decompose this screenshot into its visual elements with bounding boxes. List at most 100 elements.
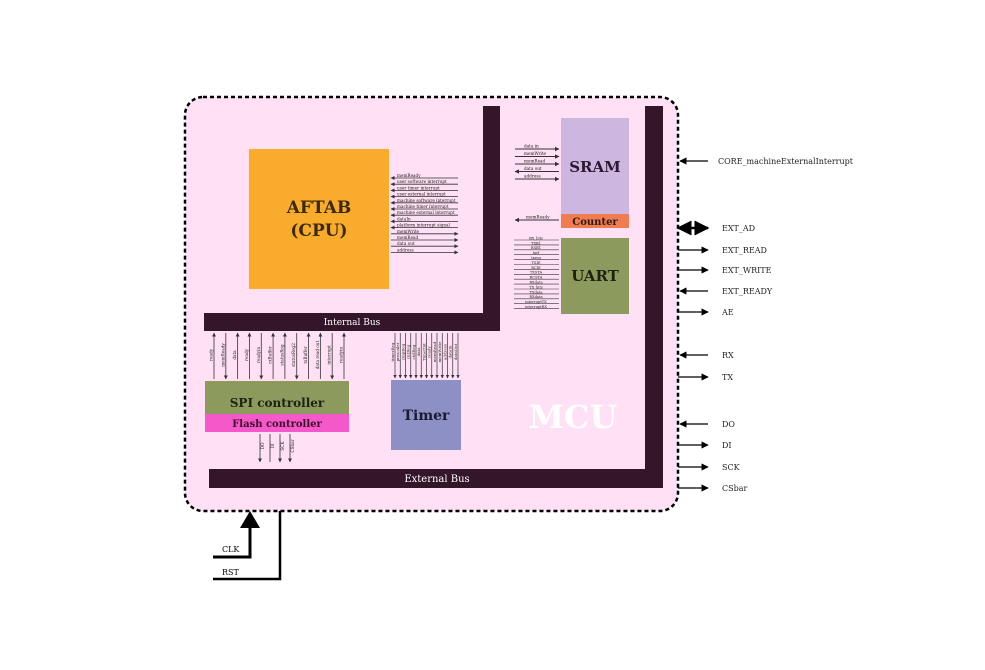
uart-signal-label: TXdata	[530, 290, 544, 294]
external-bus-label: External Bus	[404, 474, 469, 485]
spi-signal-label: memReady	[220, 343, 225, 367]
uart-signal-label: TXSTA	[530, 271, 543, 275]
spi-signal-label: data read out	[315, 340, 320, 369]
pin-label: EXT_WRITE	[722, 266, 772, 275]
cpu-signal-label: user timer interrupt	[397, 185, 440, 190]
cpu-signal-label: memWrite	[397, 229, 420, 234]
cpu-signal-label: dataIn	[397, 216, 411, 221]
flash-signal-label: DO	[260, 442, 265, 449]
sram-signal-label: memRead	[524, 159, 546, 164]
rst-line	[213, 511, 282, 581]
spi-signal-label: statusReg2	[291, 343, 296, 367]
flash-signal-label: CSbar	[290, 439, 295, 452]
cpu-signal-label: platform interrupt signal	[397, 223, 451, 228]
timer-signal-label: cntReg	[406, 344, 411, 359]
clock-reset-inputs: CLK RST	[213, 511, 282, 581]
spi-name: SPI controller	[230, 396, 325, 410]
timer-signal-label: memRead	[432, 341, 437, 362]
external-bus-vertical	[645, 106, 663, 488]
cpu-name: AFTAB	[286, 198, 352, 218]
uart-signal-label: TXB1	[531, 241, 541, 245]
timer-signal-label: TimerInt	[421, 343, 426, 361]
spi-signal-label: interrupt	[327, 345, 332, 365]
uart-name: UART	[571, 267, 619, 285]
pin-label: EXT_AD	[722, 224, 755, 233]
spi-signal-label: ready	[209, 348, 214, 361]
sram-signal-label: memWrite	[524, 151, 547, 156]
uart-signal-label: RXB1	[531, 246, 541, 250]
uart-signal-label: txrf	[533, 251, 540, 255]
timer-signal-label: ctrlReg	[411, 344, 416, 359]
spi-signal-label: data	[232, 350, 237, 360]
clk-label: CLK	[222, 545, 240, 554]
sram-signal-label: data in	[524, 144, 539, 149]
flash-block	[205, 414, 349, 432]
spi-block	[205, 381, 349, 414]
uart-signal-label: txreg	[531, 256, 541, 260]
uart-signal-label: RX_bits	[529, 236, 543, 240]
sram-signal-label: data out	[524, 166, 542, 171]
flash-signal-label: DI	[270, 443, 275, 448]
spi-signal-label: rxBuffer	[268, 346, 273, 364]
cpu-signal-label: data out	[397, 241, 415, 246]
timer-signal-label: timerReg	[390, 342, 395, 361]
counter-block	[561, 214, 629, 228]
cpu-signal-label: address	[397, 247, 414, 252]
internal-bus-label: Internal Bus	[324, 318, 381, 328]
uart-signal-lines: RX_bitsTXB1RXB1txrftxregTXIERCIETXSTARCS…	[514, 236, 559, 309]
uart-signal-label: RXdata	[529, 295, 543, 299]
pin-label: TX	[722, 373, 733, 382]
cpu-signal-label: machine external interrupt	[397, 210, 455, 215]
timer-block	[391, 380, 461, 450]
uart-signal-label: RCSTA	[530, 276, 543, 280]
spi-signal-label: ready	[244, 348, 249, 361]
clk-line	[213, 522, 252, 559]
pin-label: EXT_READ	[722, 246, 767, 255]
spi-signal-label: readyin	[339, 347, 344, 363]
cpu-signal-label: user external interrupt	[397, 192, 446, 197]
timer-signal-label: memWrite	[437, 341, 442, 363]
clk-arrow-icon	[240, 511, 260, 528]
cpu-subname: (CPU)	[290, 221, 347, 241]
bus-network	[204, 106, 663, 488]
spi-signal-label: statusReg	[279, 344, 284, 365]
sram-block	[561, 118, 629, 214]
cpu-signal-label: machine timer interrupt	[397, 204, 449, 209]
timer-signal-label: prescaler	[395, 342, 400, 361]
uart-signal-label: interruptRX	[525, 305, 547, 309]
counter-name: Counter	[572, 217, 618, 228]
pin-label: DI	[722, 441, 732, 450]
timer-signal-label: dataOut	[453, 343, 458, 360]
cpu-signal-label: memRead	[397, 235, 419, 240]
flash-name: Flash controller	[232, 419, 322, 430]
timer-signal-label: address	[442, 344, 447, 360]
cpu-signal-label: machine software interrupt	[397, 198, 456, 203]
timer-signal-label: data	[416, 347, 421, 357]
timer-signal-label: cmpReg	[400, 343, 405, 360]
pin-label: AE	[721, 308, 734, 317]
spi-signal-lines: ready memReady data ready readyin rxBuffer sta…	[209, 332, 346, 463]
uart-signal-label: TX_bits	[529, 285, 543, 289]
timer-signal-label: ready	[427, 346, 432, 358]
uart-signal-label: RXdata	[529, 281, 543, 285]
pin-label: DO	[722, 420, 735, 429]
flash-signal-label: SCK	[280, 441, 285, 451]
spi-signal-label: txBuffer	[303, 346, 308, 363]
internal-bus	[204, 313, 500, 331]
rst-label: RST	[222, 568, 240, 577]
sram-signal-label: address	[524, 174, 541, 179]
external-bus	[209, 469, 663, 488]
mcu-label: MCU	[529, 398, 618, 436]
uart-signal-label: RCIE	[531, 266, 541, 270]
pin-label: RX	[722, 351, 734, 360]
pin-label: CORE_machineExternalInterrupt	[718, 157, 854, 166]
cpu-signal-label: memReady	[397, 173, 421, 178]
pin-label: CSbar	[722, 484, 747, 493]
pin-label: EXT_READY	[722, 287, 773, 296]
sram-name: SRAM	[569, 158, 621, 176]
